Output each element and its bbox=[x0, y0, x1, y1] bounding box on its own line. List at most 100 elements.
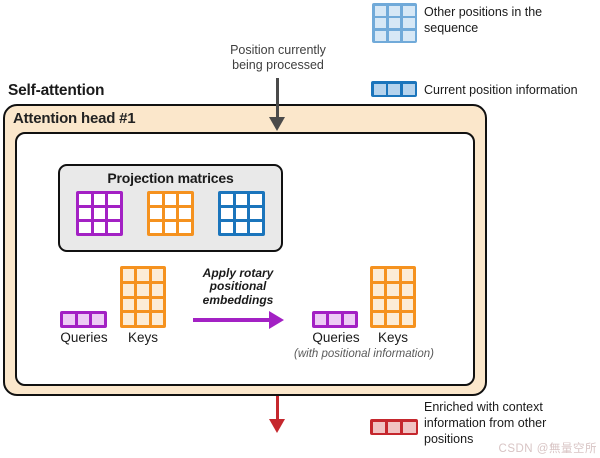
page-title: Self-attention bbox=[8, 82, 105, 99]
legend-current-position-icon bbox=[371, 81, 417, 97]
matrix-cell bbox=[343, 314, 355, 325]
matrix-cell bbox=[221, 222, 233, 233]
matrix-cell bbox=[108, 194, 120, 205]
matrix-cell bbox=[93, 194, 106, 205]
matrix-cell bbox=[388, 18, 401, 28]
keys-label-right: Keys bbox=[377, 330, 408, 345]
matrix-cell bbox=[221, 194, 233, 205]
legend-current-position-label: Current position information bbox=[424, 83, 578, 97]
matrix-cell bbox=[164, 194, 177, 205]
matrix-cell bbox=[374, 5, 387, 16]
legend-enriched-label: Enriched with context information from o… bbox=[424, 400, 547, 446]
matrix-cell bbox=[401, 283, 413, 296]
matrix-cell bbox=[373, 83, 386, 95]
matrix-cell bbox=[373, 283, 385, 296]
matrix-cell bbox=[79, 208, 91, 219]
keys-matrix-left-icon bbox=[120, 266, 166, 328]
matrix-cell bbox=[373, 298, 385, 311]
matrix-cell bbox=[250, 222, 262, 233]
matrix-cell bbox=[93, 222, 106, 233]
gray-down-arrow-stem bbox=[275, 78, 279, 118]
matrix-cell bbox=[373, 269, 385, 281]
watermark: CSDN @無量空所 bbox=[498, 443, 597, 455]
matrix-cell bbox=[151, 313, 163, 325]
gray-down-arrow-head-icon bbox=[269, 117, 285, 131]
matrix-cell bbox=[179, 208, 191, 219]
keys-label-left: Keys bbox=[127, 330, 158, 345]
matrix-cell bbox=[402, 5, 415, 16]
matrix-cell bbox=[401, 313, 413, 325]
matrix-cell bbox=[151, 298, 163, 311]
queries-label-right: Queries bbox=[312, 330, 360, 345]
matrix-cell bbox=[93, 208, 106, 219]
matrix-cell bbox=[250, 208, 262, 219]
matrix-cell bbox=[388, 30, 401, 41]
matrix-cell bbox=[92, 314, 104, 325]
projection-matrix-values-icon bbox=[218, 191, 265, 236]
matrix-cell bbox=[150, 222, 162, 233]
matrix-cell bbox=[137, 298, 149, 311]
keys-matrix-right-icon bbox=[370, 266, 416, 328]
matrix-cell bbox=[123, 283, 135, 296]
matrix-cell bbox=[150, 208, 162, 219]
matrix-cell bbox=[221, 208, 233, 219]
matrix-cell bbox=[374, 30, 387, 41]
projection-matrices-row bbox=[60, 191, 281, 236]
matrix-cell bbox=[329, 314, 341, 325]
matrix-cell bbox=[123, 313, 135, 325]
positional-information-note: (with positional information) bbox=[294, 348, 434, 360]
queries-vector-right-icon bbox=[312, 311, 358, 328]
matrix-cell bbox=[123, 269, 135, 281]
top-annotation: Position currently being processed bbox=[230, 43, 326, 72]
projection-matrices-title: Projection matrices bbox=[107, 170, 234, 186]
matrix-cell bbox=[77, 314, 90, 325]
matrix-cell bbox=[388, 5, 401, 16]
matrix-cell bbox=[401, 269, 413, 281]
legend-enriched-icon bbox=[370, 419, 418, 435]
matrix-cell bbox=[373, 313, 385, 325]
attention-head-title: Attention head #1 bbox=[13, 110, 136, 127]
matrix-cell bbox=[402, 83, 415, 95]
queries-vector-left-icon bbox=[60, 311, 107, 328]
legend-other-positions-label: Other positions in the sequence bbox=[424, 5, 543, 35]
matrix-cell bbox=[374, 18, 387, 28]
matrix-cell bbox=[387, 283, 399, 296]
purple-right-arrow-stem bbox=[193, 318, 271, 322]
matrix-cell bbox=[250, 194, 262, 205]
matrix-cell bbox=[235, 208, 248, 219]
matrix-cell bbox=[79, 194, 91, 205]
matrix-cell bbox=[235, 194, 248, 205]
matrix-cell bbox=[179, 194, 191, 205]
matrix-cell bbox=[108, 208, 120, 219]
matrix-cell bbox=[401, 298, 413, 311]
projection-matrix-queries-icon bbox=[76, 191, 123, 236]
matrix-cell bbox=[108, 222, 120, 233]
matrix-cell bbox=[402, 18, 415, 28]
matrix-cell bbox=[137, 283, 149, 296]
matrix-cell bbox=[315, 314, 327, 325]
matrix-cell bbox=[164, 208, 177, 219]
matrix-cell bbox=[402, 421, 416, 433]
matrix-cell bbox=[164, 222, 177, 233]
matrix-cell bbox=[137, 269, 149, 281]
matrix-cell bbox=[388, 83, 400, 95]
matrix-cell bbox=[387, 313, 399, 325]
matrix-cell bbox=[387, 269, 399, 281]
matrix-cell bbox=[123, 298, 135, 311]
projection-matrix-keys-icon bbox=[147, 191, 194, 236]
matrix-cell bbox=[179, 222, 191, 233]
matrix-cell bbox=[151, 283, 163, 296]
red-down-arrow-head-icon bbox=[269, 419, 285, 433]
matrix-cell bbox=[387, 421, 401, 433]
matrix-cell bbox=[372, 421, 386, 433]
red-down-arrow-stem bbox=[275, 396, 279, 420]
matrix-cell bbox=[387, 298, 399, 311]
purple-right-arrow-head-icon bbox=[269, 311, 284, 329]
legend-other-positions-icon bbox=[372, 3, 417, 43]
matrix-cell bbox=[151, 269, 163, 281]
matrix-cell bbox=[150, 194, 162, 205]
projection-matrices-box: Projection matrices bbox=[58, 164, 283, 252]
matrix-cell bbox=[79, 222, 91, 233]
matrix-cell bbox=[235, 222, 248, 233]
